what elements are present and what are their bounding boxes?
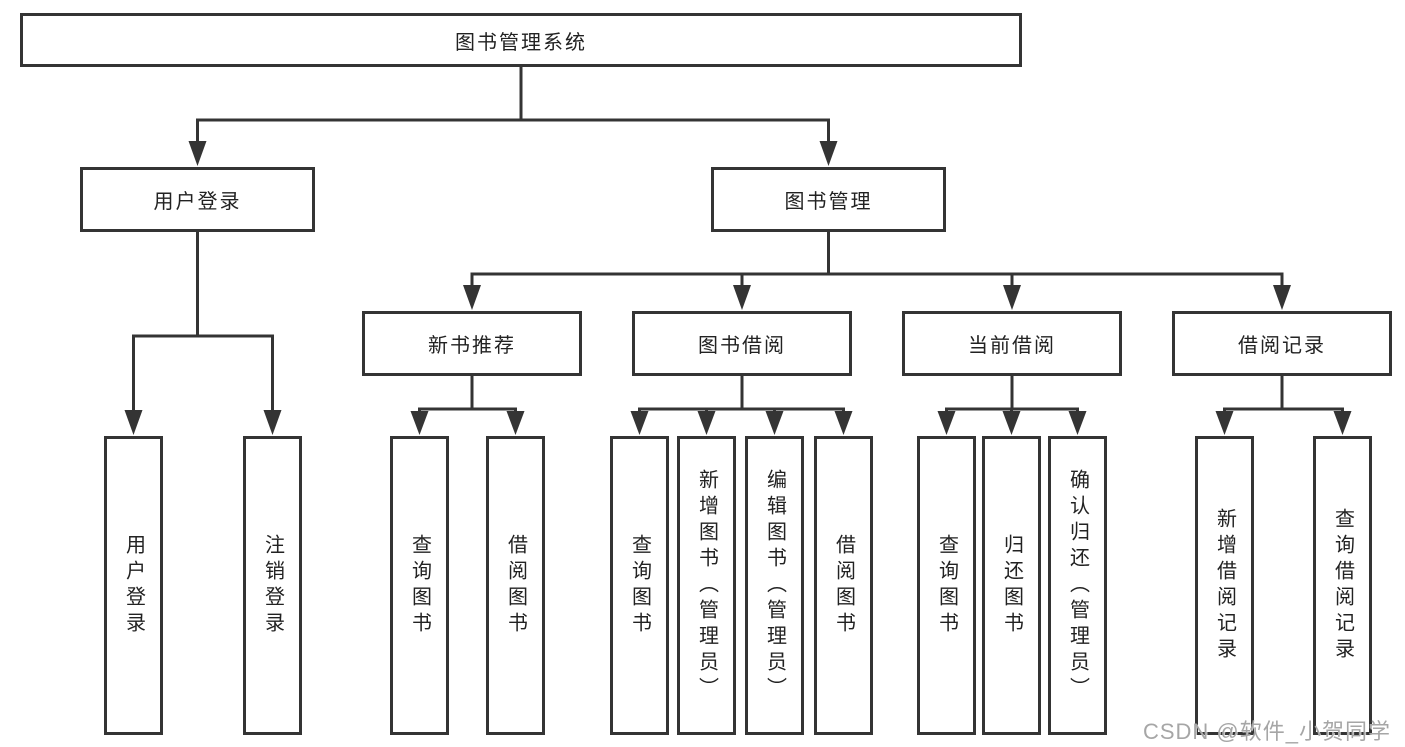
- leaf-query-borrow-record: 查询借阅记录: [1313, 436, 1372, 735]
- leaf-borrow-books-recommend: 借阅图书: [486, 436, 545, 735]
- leaf-query-books-recommend: 查询图书: [390, 436, 449, 735]
- leaf-user-login: 用户登录: [104, 436, 163, 735]
- leaf-query-books-current: 查询图书: [917, 436, 976, 735]
- node-library-management-system: 图书管理系统: [20, 13, 1022, 67]
- node-user-login: 用户登录: [80, 167, 315, 232]
- leaf-add-borrow-record: 新增借阅记录: [1195, 436, 1254, 735]
- node-new-book-recommendation: 新书推荐: [362, 311, 582, 376]
- node-borrowing-records: 借阅记录: [1172, 311, 1392, 376]
- node-book-borrowing: 图书借阅: [632, 311, 852, 376]
- leaf-borrow-books: 借阅图书: [814, 436, 873, 735]
- leaf-add-books-admin: 新增图书（管理员）: [677, 436, 736, 735]
- leaf-logout: 注销登录: [243, 436, 302, 735]
- leaf-edit-books-admin: 编辑图书（管理员）: [745, 436, 804, 735]
- leaf-query-books-borrow: 查询图书: [610, 436, 669, 735]
- leaf-return-books: 归还图书: [982, 436, 1041, 735]
- node-current-borrowing: 当前借阅: [902, 311, 1122, 376]
- leaf-confirm-return-admin: 确认归还（管理员）: [1048, 436, 1107, 735]
- watermark-text: CSDN @软件_小贺同学: [1142, 719, 1391, 744]
- node-book-management: 图书管理: [711, 167, 946, 232]
